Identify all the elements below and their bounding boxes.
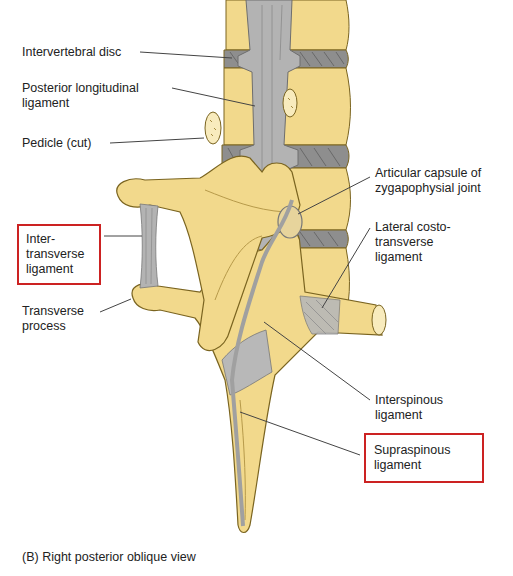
highlight-box: Inter- transverse ligament: [17, 224, 101, 285]
leader-line: [240, 412, 360, 455]
transverse-process-cut-end: [372, 305, 386, 335]
ligament-fibres: [304, 300, 338, 334]
leader-line: [172, 88, 255, 106]
ligament-label: Inter- transverse ligament: [26, 232, 92, 277]
leader-line: [110, 138, 204, 143]
lateral-costotransverse-ligament: [300, 296, 340, 334]
leader-lines: [100, 52, 370, 455]
leader-line: [100, 299, 131, 312]
leader-line: [140, 52, 232, 58]
ligament-label: Supraspinous ligament: [374, 443, 474, 473]
part-label: Transverse process: [22, 304, 98, 334]
leader-line: [322, 228, 370, 308]
ligament-fibres: [146, 208, 152, 284]
part-label: Articular capsule of zygapophysial joint: [375, 166, 507, 196]
pedicle-cut-surface: [283, 89, 297, 117]
part-label: Lateral costo- transverse ligament: [375, 220, 471, 265]
upper-vertebral-arch: [117, 156, 300, 350]
leader-line: [104, 236, 142, 237]
part-label: Interspinous ligament: [375, 393, 485, 423]
interspinous-ligament: [222, 330, 272, 395]
leader-line: [264, 322, 370, 400]
part-label: Pedicle (cut): [22, 136, 91, 151]
figure-caption: (B) Right posterior oblique view: [22, 550, 196, 565]
intertransverse-ligament: [140, 204, 158, 288]
part-label: Posterior longitudinal ligament: [22, 81, 168, 111]
supraspinous-ligament: [232, 200, 292, 526]
pedicle-spongy-bone: [210, 98, 293, 136]
leader-line: [298, 177, 370, 214]
pedicle-cut-surface: [205, 112, 221, 144]
part-label: Intervertebral disc: [22, 45, 121, 60]
highlight-box: Supraspinous ligament: [364, 433, 484, 483]
